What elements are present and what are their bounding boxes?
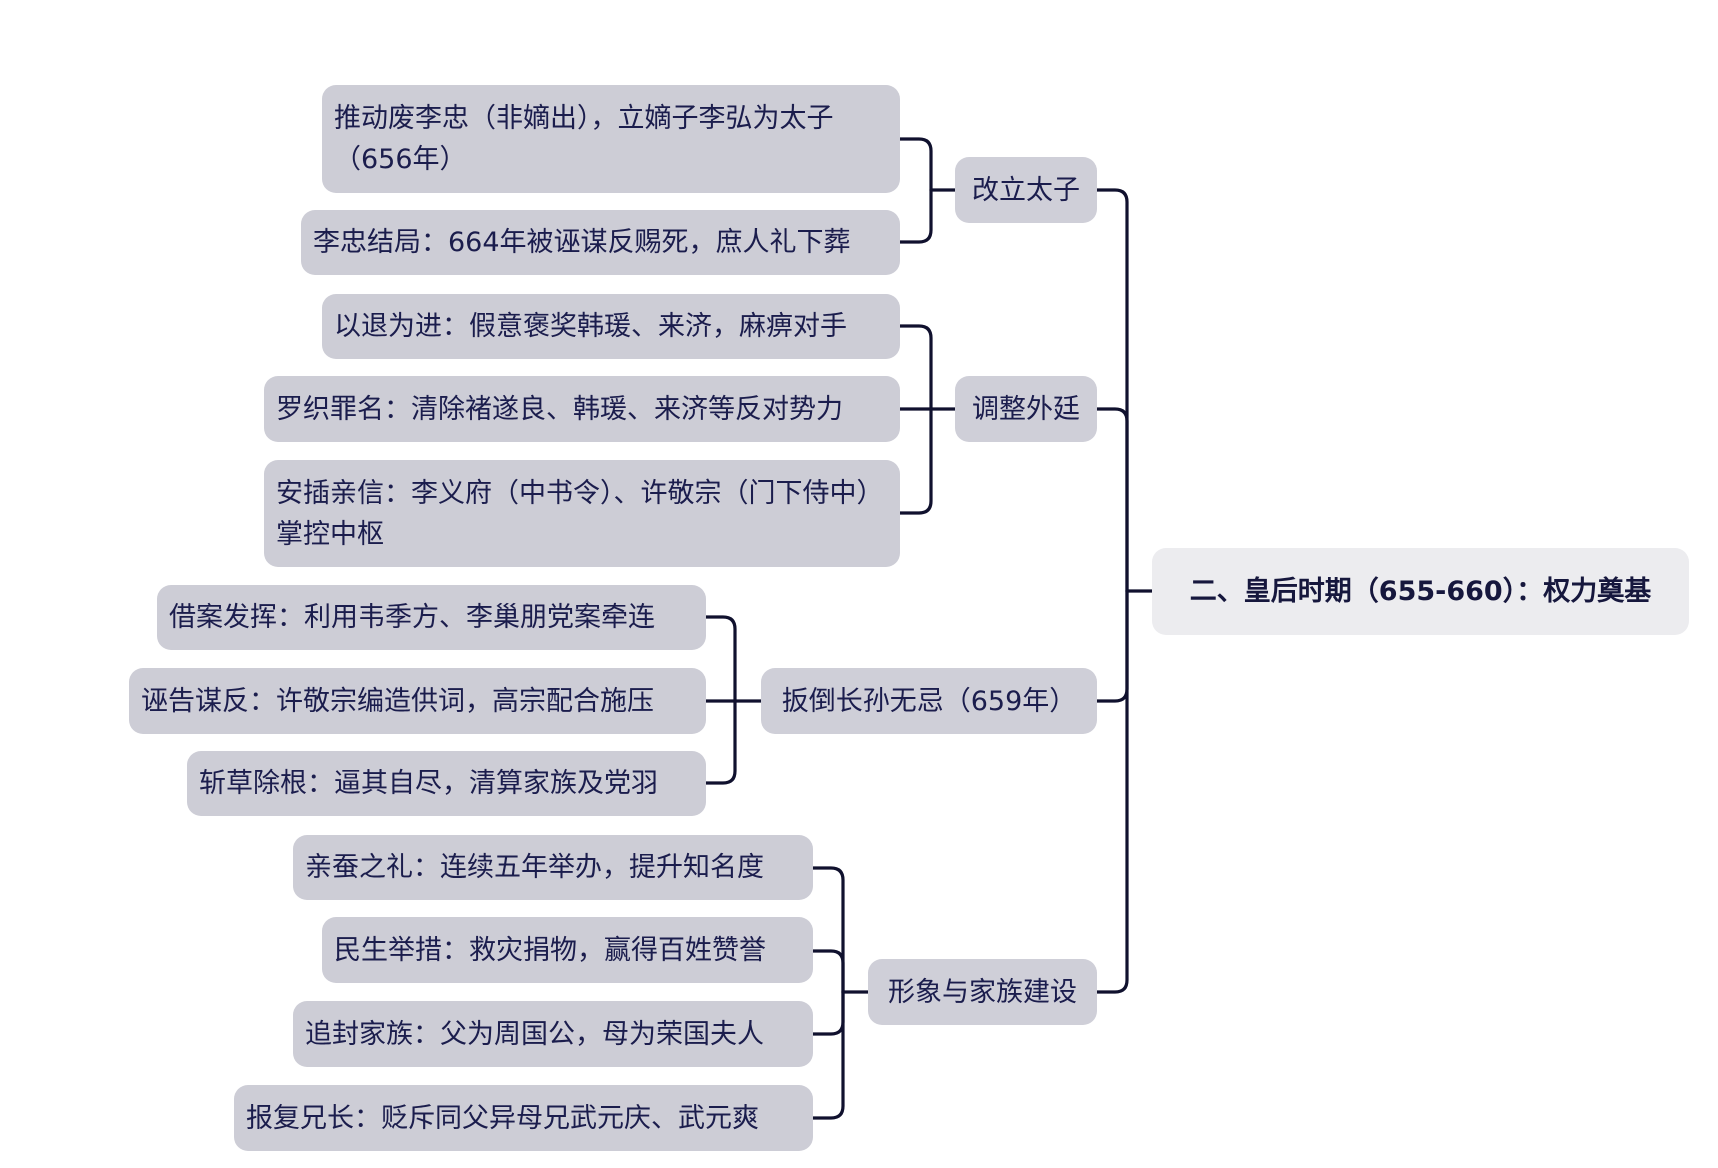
branch-label: 调整外廷	[972, 393, 1080, 425]
leaf-node[interactable]: 推动废李忠（非嫡出），立嫡子李弘为太子（656年）	[322, 85, 900, 193]
connector-line	[1095, 188, 1129, 593]
leaf-label: 民生举措：救灾捐物，赢得百姓赞誉	[334, 934, 766, 966]
leaf-node[interactable]: 亲蚕之礼：连续五年举办，提升知名度	[293, 835, 813, 900]
connector-line	[704, 615, 737, 703]
leaf-node[interactable]: 安插亲信：李义府（中书令）、许敬宗（门下侍中）掌控中枢	[264, 460, 900, 567]
leaf-label: 以退为进：假意褒奖韩瑗、来济，麻痹对手	[334, 311, 847, 342]
branch-image-family[interactable]: 形象与家族建设	[868, 959, 1097, 1025]
leaf-label: 罗织罪名：清除褚遂良、韩瑗、来济等反对势力	[276, 393, 843, 425]
branch-tiaozhengwaiting[interactable]: 调整外廷	[955, 376, 1097, 442]
connector-line	[811, 990, 845, 1036]
leaf-label: 追封家族：父为周国公，母为荣国夫人	[305, 1018, 764, 1050]
branch-zhangsunwuji[interactable]: 扳倒长孙无忌（659年）	[761, 668, 1097, 734]
connector-line	[898, 324, 933, 411]
leaf-label: 李忠结局：664年被诬谋反赐死，庶人礼下葬	[313, 227, 851, 258]
connector-line	[1095, 407, 1129, 593]
leaf-node[interactable]: 斩草除根：逼其自尽，清算家族及党羽	[187, 751, 706, 816]
branch-label: 扳倒长孙无忌（659年）	[781, 685, 1077, 717]
root-node[interactable]: 二、皇后时期（655-660）：权力奠基	[1152, 548, 1689, 635]
connector-line	[898, 407, 933, 515]
leaf-node[interactable]: 追封家族：父为周国公，母为荣国夫人	[293, 1001, 813, 1067]
leaf-label: 报复兄长：贬斥同父异母兄武元庆、武元爽	[246, 1102, 759, 1134]
root-label: 二、皇后时期（655-660）：权力奠基	[1189, 576, 1652, 607]
leaf-label: 诬告谋反：许敬宗编造供词，高宗配合施压	[141, 685, 654, 717]
connector-line	[898, 137, 933, 192]
connector-line	[1095, 589, 1129, 703]
leaf-label: 安插亲信：李义府（中书令）、许敬宗（门下侍中）掌控中枢	[276, 477, 884, 550]
connector-line	[1095, 589, 1129, 994]
leaf-label: 借案发挥：利用韦季方、李巢朋党案牵连	[169, 602, 655, 633]
leaf-label: 推动废李忠（非嫡出），立嫡子李弘为太子（656年）	[334, 103, 834, 175]
connector-line	[704, 699, 737, 785]
leaf-node[interactable]: 以退为进：假意褒奖韩瑗、来济，麻痹对手	[322, 294, 900, 359]
leaf-node[interactable]: 李忠结局：664年被诬谋反赐死，庶人礼下葬	[301, 210, 900, 275]
branch-gailitaizi[interactable]: 改立太子	[955, 157, 1097, 223]
leaf-node[interactable]: 罗织罪名：清除褚遂良、韩瑗、来济等反对势力	[264, 376, 900, 442]
leaf-label: 亲蚕之礼：连续五年举办，提升知名度	[305, 852, 764, 883]
leaf-node[interactable]: 诬告谋反：许敬宗编造供词，高宗配合施压	[129, 668, 706, 734]
leaf-node[interactable]: 报复兄长：贬斥同父异母兄武元庆、武元爽	[234, 1085, 813, 1151]
leaf-label: 斩草除根：逼其自尽，清算家族及党羽	[199, 768, 658, 799]
connector-line	[811, 866, 845, 994]
connector-line	[898, 188, 933, 244]
connector-line	[811, 990, 845, 1120]
leaf-node[interactable]: 民生举措：救灾捐物，赢得百姓赞誉	[322, 917, 813, 983]
connector-line	[811, 949, 845, 994]
leaf-node[interactable]: 借案发挥：利用韦季方、李巢朋党案牵连	[157, 585, 706, 650]
branch-label: 形象与家族建设	[888, 976, 1077, 1008]
branch-label: 改立太子	[972, 174, 1080, 206]
